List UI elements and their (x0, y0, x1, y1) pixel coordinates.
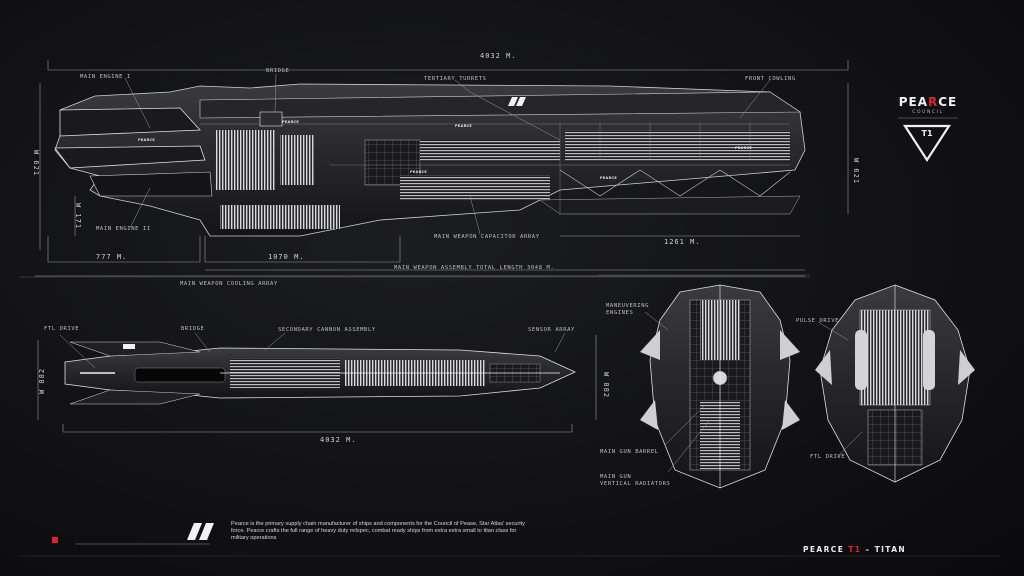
side-dimension-lines (35, 60, 849, 277)
label-maneuvering-engines: ENGINES (606, 310, 634, 316)
label-capacitor-array: MAIN WEAPON CAPACITOR ARRAY (434, 234, 540, 240)
side-height-left: W 621 (32, 150, 40, 177)
top-width-left: W 882 (38, 367, 46, 394)
ship-decal: PEARCE (600, 176, 618, 180)
status-dot (52, 537, 58, 543)
brand-logo: PEARCE COUNCIL (893, 95, 963, 115)
label-bridge-side: BRIDGE (266, 68, 290, 74)
side-segment-c: 1261 M. (664, 238, 701, 246)
back-leader-lines (817, 321, 863, 458)
label-tertiary-turrets: TERTIARY TURRETS (424, 76, 487, 82)
side-leader-lines (124, 73, 771, 235)
brand-badge-text: T1 (921, 129, 933, 138)
ship-decal: PEARCE (282, 120, 300, 124)
footer-title: PEARCE T1 – TITAN (803, 545, 907, 554)
assembly-total-length: MAIN WEAPON ASSEMBLY TOTAL LENGTH 3048 M… (394, 265, 555, 271)
label-sensor-array: SENSOR ARRAY (528, 327, 575, 333)
ship-top-view (64, 341, 576, 405)
ship-decal: PEARCE (455, 124, 473, 128)
label-front-cowling: FRONT COWLING (745, 76, 796, 82)
label-vertical-radiators: VERTICAL RADIATORS (600, 481, 671, 487)
label-ftl-drive-back: FTL DRIVE (810, 454, 846, 460)
label-pulse-drive: PULSE DRIVE (796, 318, 840, 324)
ship-decal: PEARCE (138, 138, 156, 142)
section-separators (20, 274, 1000, 557)
ship-back-view (815, 284, 975, 483)
side-segment-a: 777 M. (96, 253, 128, 261)
top-length: 4032 M. (320, 436, 357, 444)
label-bridge-top: BRIDGE (181, 326, 205, 332)
side-total-length: 4032 M. (480, 52, 517, 60)
label-maneuvering: MANEUVERING (606, 303, 650, 309)
ship-decal: PEARCE (735, 146, 753, 150)
brand-name: PEARCE (898, 95, 958, 109)
label-main-engine-2: MAIN ENGINE II (96, 226, 151, 232)
slash-mark (187, 523, 214, 540)
side-segment-b: 1070 M. (268, 253, 305, 261)
ship-front-view (640, 284, 800, 489)
label-main-gun: MAIN GUN (600, 474, 632, 480)
label-main-gun-barrel: MAIN GUN BARREL (600, 449, 659, 455)
front-leader-lines (644, 311, 711, 473)
label-main-engine-1: MAIN ENGINE I (80, 74, 131, 80)
brand-sub: COUNCIL (912, 110, 944, 115)
description-text: Pearce is the primary supply chain manuf… (231, 521, 525, 542)
top-dimension-lines (37, 335, 597, 433)
side-height-right: W 621 (852, 158, 860, 185)
side-small-height: W 171 (74, 203, 82, 230)
ship-decal: PEARCE (410, 170, 428, 174)
top-leader-lines (59, 332, 566, 369)
label-secondary-cannon: SECONDARY CANNON ASSEMBLY (278, 327, 376, 333)
label-cooling-array: MAIN WEAPON COOLING ARRAY (180, 281, 278, 287)
brand-badge-graphic (898, 117, 958, 163)
top-width-right: W 882 (602, 372, 610, 399)
label-ftl-drive-top: FTL DRIVE (44, 326, 80, 332)
ship-side-view (54, 83, 806, 237)
